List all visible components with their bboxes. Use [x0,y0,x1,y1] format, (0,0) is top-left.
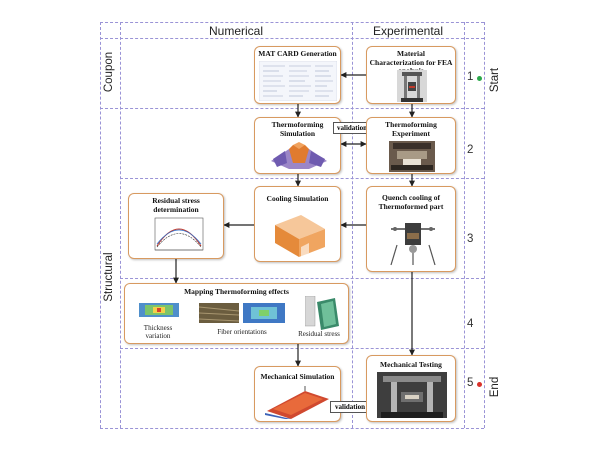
box-mat-card-generation: MAT CARD Generation [254,46,341,104]
box-title: Quench cooling of Thermoformed part [378,193,444,211]
box-mechanical-simulation: Mechanical Simulation [254,366,341,422]
row-number-5: 5 [467,377,474,389]
thickness-map-image [139,303,179,317]
thermoforming-sim-image [271,142,327,169]
box-title: Mapping Thermoforming effects [184,287,289,296]
residual-stress-map-image [305,296,339,330]
row-number-2: 2 [467,144,474,156]
start-dot [477,76,482,81]
grid-line-group [120,22,121,428]
grid-line-row1 [100,108,484,109]
quench-fixture-image [390,223,436,266]
row-number-4: 4 [467,318,474,330]
row-number-1: 1 [467,71,474,83]
spreadsheet-image [259,61,337,101]
box-mechanical-testing: Mechanical Testing [366,355,456,422]
column-header-experimental: Experimental [372,24,444,38]
end-dot [477,382,482,387]
box-quench-cooling: Quench cooling of Thermoformed part [366,186,456,272]
grid-line-row4 [120,348,484,349]
grid-line-bottom [100,428,484,429]
grid-line-row2 [120,178,484,179]
mechanical-testing-image [377,372,447,418]
box-material-characterization: Material Characterization for FEA analys… [366,46,456,104]
test-machine-image [397,70,427,102]
box-thermoforming-experiment: Thermoforming Experiment [366,117,456,174]
box-residual-stress-determination: Residual stress determination [128,193,224,259]
mechanical-sim-image [265,386,329,419]
validation-label-top: validation [333,122,371,134]
grid-line-exp [464,22,465,428]
fiber-orientation-image [199,303,285,323]
validation-label-bottom: validation [330,401,370,413]
grid-line-header [100,38,484,39]
box-title: Cooling Simulation [266,194,329,203]
thermoforming-press-image [389,141,435,172]
residual-stress-plot [154,217,204,251]
column-header-numerical: Numerical [208,24,263,38]
box-cooling-simulation: Cooling Simulation [254,186,341,262]
cooling-sim-image [275,215,325,257]
grid-line-row3 [120,278,484,279]
grid-line-left [100,22,101,428]
caption-residual-stress: Residual stress [298,330,340,338]
box-title: Mechanical Testing [380,360,442,369]
box-title: Residual stress determination [152,196,200,214]
caption-thickness-variation: Thickness variation [143,324,173,340]
box-thermoforming-simulation: Thermoforming Simulation [254,117,341,174]
row-number-3: 3 [467,233,474,245]
grid-line-right [484,22,485,428]
box-title: Thermoforming Experiment [385,120,437,138]
box-title: MAT CARD Generation [258,49,337,58]
box-title: Thermoforming Simulation [271,120,324,138]
caption-fiber-orientations: Fiber orientations [217,328,267,336]
box-mapping-thermoforming-effects: Mapping Thermoforming effects Thickness … [124,283,349,344]
box-title: Mechanical Simulation [260,372,335,381]
grid-line-top [100,22,484,23]
